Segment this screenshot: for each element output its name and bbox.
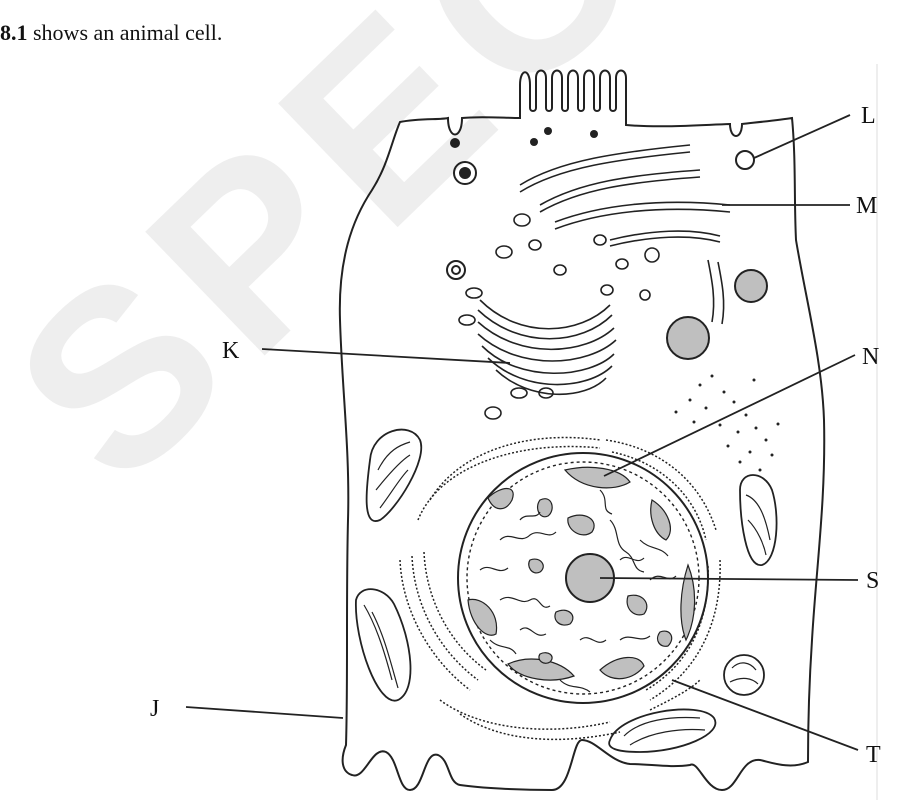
rough-endoplasmic-reticulum xyxy=(400,438,720,740)
label-J: J xyxy=(150,696,159,722)
label-L: L xyxy=(861,103,876,129)
label-T: T xyxy=(866,742,881,768)
mitochondria xyxy=(356,430,777,752)
label-lines xyxy=(186,115,858,750)
label-K: K xyxy=(222,338,240,364)
lysosome xyxy=(735,270,767,302)
cell-membrane xyxy=(340,71,824,791)
label-N: N xyxy=(862,344,879,370)
golgi-apparatus xyxy=(478,300,616,394)
rough-endoplasmic-reticulum-top xyxy=(520,145,730,246)
vesicle-L xyxy=(736,151,754,169)
label-M: M xyxy=(856,193,877,219)
label-S: S xyxy=(866,568,879,594)
vacuole xyxy=(667,317,709,359)
free-ribosomes xyxy=(675,375,780,472)
